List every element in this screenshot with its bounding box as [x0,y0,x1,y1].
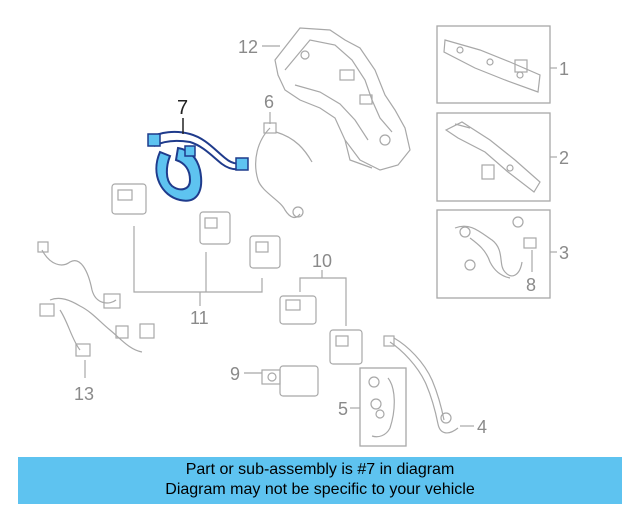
banner-line-2: Diagram may not be specific to your vehi… [165,481,475,498]
callout-13: 13 [74,384,94,404]
part-2-bracket [444,121,541,193]
callout-11: 11 [190,308,209,328]
callout-6: 6 [264,92,274,112]
part-3-hose [454,216,537,279]
banner-line-1: Part or sub-assembly is #7 in diagram [185,461,455,478]
callout-3: 3 [559,243,569,263]
leader-10-bracket [299,277,347,326]
part-5-fittings [368,376,395,438]
part-4-pipe [383,335,459,434]
leader-11-bracket [133,226,263,293]
callout-4: 4 [477,417,487,437]
part-9-valve [261,365,319,397]
part-1-bracket [443,39,541,93]
part-12-housing [274,27,411,171]
callout-12: 12 [238,37,258,57]
callout-7: 7 [177,97,188,119]
callout-10: 10 [312,251,332,271]
box-part-3 [436,209,551,299]
part-13-harness [37,241,155,357]
callout-2: 2 [559,148,569,168]
part-6-pipe [255,122,313,219]
part-10-sensors [279,295,363,365]
info-banner: Part or sub-assembly is #7 in diagram Di… [18,457,622,504]
part-7-hose-highlighted [147,130,249,202]
part-11-sensors [111,183,281,269]
callout-5: 5 [338,399,348,419]
callout-1: 1 [559,59,569,79]
box-part-5 [359,367,407,447]
callout-8: 8 [526,275,536,295]
callout-9: 9 [230,364,240,384]
box-part-1 [436,25,551,104]
